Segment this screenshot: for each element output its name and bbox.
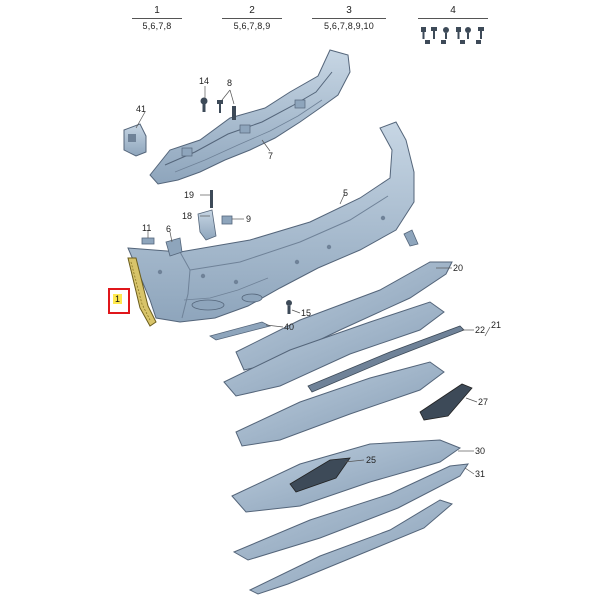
callout-9: 9 xyxy=(246,214,252,224)
left-side-guide-strip xyxy=(127,257,157,327)
highlighted-part-box[interactable] xyxy=(108,288,130,314)
bolt-icons-top xyxy=(200,97,236,120)
left-mounting-bracket xyxy=(123,123,147,157)
group-3-number: 3 xyxy=(346,5,352,16)
callout-19: 19 xyxy=(184,190,195,200)
fastener-set-icons xyxy=(421,27,484,44)
callout-25: 25 xyxy=(366,455,377,465)
callout-11: 11 xyxy=(142,223,152,233)
diffuser-trim-31 xyxy=(232,463,470,561)
grille-insert-25 xyxy=(289,457,351,493)
group-2-number: 2 xyxy=(249,5,255,16)
screw-15 xyxy=(286,300,292,314)
bumper-reinforcement-carrier xyxy=(149,49,351,185)
callout-21: 21 xyxy=(491,320,502,330)
callout-8: 8 xyxy=(227,78,233,88)
group-3-label: 3 5,6,7,8,9,10 xyxy=(312,5,386,31)
grille-insert-27 xyxy=(419,383,473,421)
diffuser-trim-30 xyxy=(231,439,462,513)
callout-5: 5 xyxy=(343,188,349,198)
group-4-subparts xyxy=(418,18,488,29)
diffuser-trim-bottom xyxy=(248,499,453,595)
group-2-label: 2 5,6,7,8,9 xyxy=(222,5,282,31)
diffuser-trim-lower xyxy=(235,361,445,447)
group-3-subparts: 5,6,7,8,9,10 xyxy=(312,18,386,31)
small-clips-brackets xyxy=(141,190,419,257)
callout-14: 14 xyxy=(199,76,210,86)
callout-15: 15 xyxy=(301,308,312,318)
group-1-subparts: 5,6,7,8 xyxy=(132,18,182,31)
callout-7: 7 xyxy=(268,151,274,161)
leader-lines xyxy=(135,86,491,475)
group-2-subparts: 5,6,7,8,9 xyxy=(222,18,282,31)
diffuser-trim-21 xyxy=(223,301,445,397)
reflector-strip xyxy=(209,321,272,341)
highlighted-part-number: 1 xyxy=(113,294,123,304)
callout-41: 41 xyxy=(136,104,147,114)
callout-30: 30 xyxy=(475,446,486,456)
callout-22: 22 xyxy=(475,325,486,335)
callout-20: 20 xyxy=(453,263,464,273)
group-1-number: 1 xyxy=(154,5,160,16)
callout-18: 18 xyxy=(182,211,193,221)
group-4-label: 4 xyxy=(418,5,488,29)
callout-27: 27 xyxy=(478,397,489,407)
callout-40: 40 xyxy=(284,322,295,332)
bumper-cover xyxy=(127,121,415,323)
callout-31: 31 xyxy=(475,469,486,479)
group-4-number: 4 xyxy=(450,5,456,16)
group-1-label: 1 5,6,7,8 xyxy=(132,5,182,31)
callout-6: 6 xyxy=(166,224,172,234)
